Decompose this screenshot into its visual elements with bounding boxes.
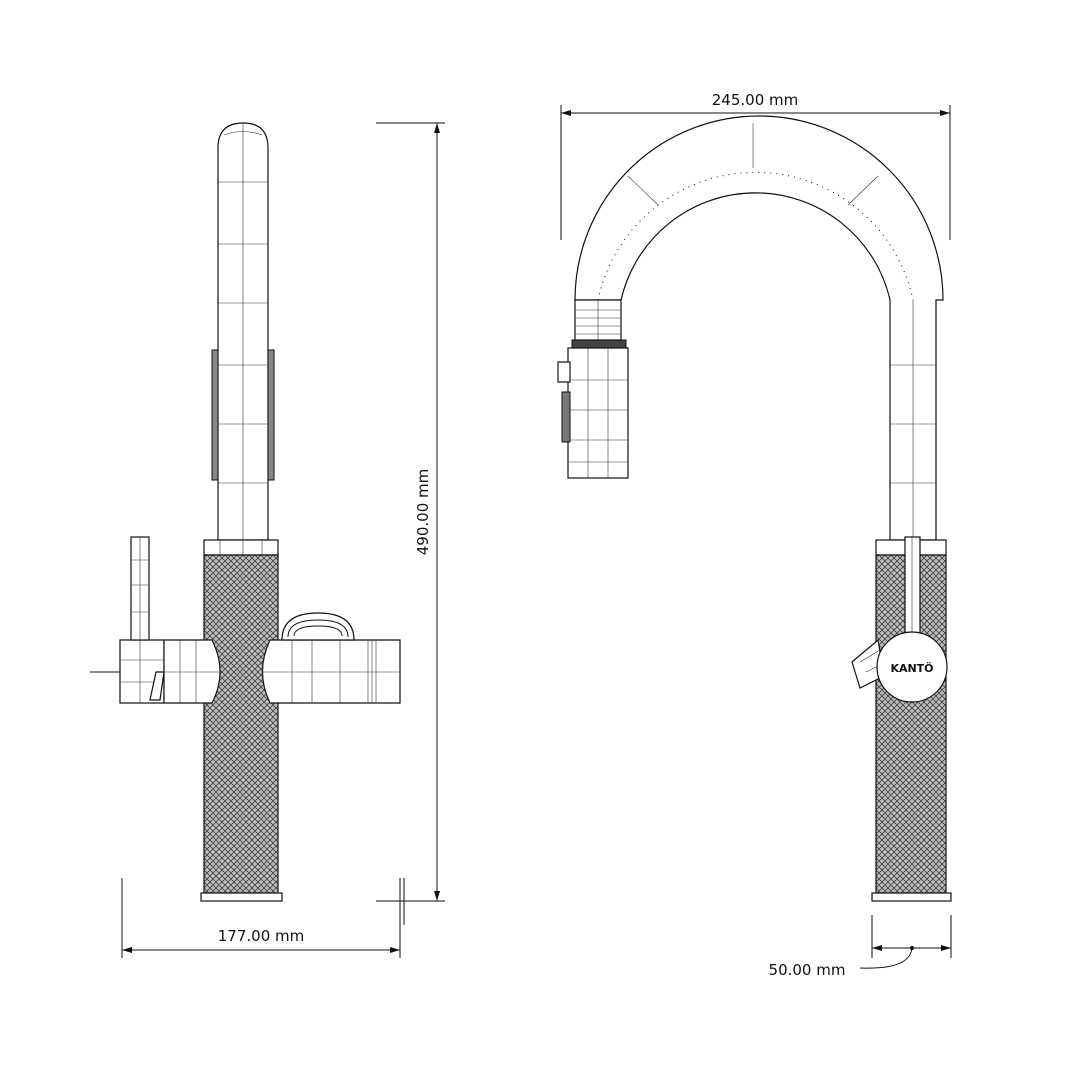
handle-lever-side bbox=[130, 536, 150, 641]
spray-switch bbox=[561, 391, 571, 443]
dimension-depth: 177.00 mm bbox=[121, 878, 401, 958]
base-dimension-label: 50.00 mm bbox=[769, 961, 846, 979]
spray-button bbox=[557, 361, 571, 383]
base-side bbox=[200, 892, 283, 902]
spout-arc-front bbox=[574, 115, 944, 541]
depth-dimension-label: 177.00 mm bbox=[218, 927, 304, 945]
dimension-reach: 245.00 mm bbox=[560, 91, 951, 240]
dimension-height: 490.00 mm bbox=[376, 122, 445, 925]
collar-side bbox=[203, 539, 279, 556]
front-view: KANTÖ bbox=[557, 115, 952, 902]
reach-dimension-label: 245.00 mm bbox=[712, 91, 798, 109]
body-side bbox=[203, 554, 279, 894]
height-dimension-label: 490.00 mm bbox=[414, 469, 432, 555]
side-view bbox=[90, 122, 401, 902]
handle-lever-front bbox=[904, 536, 921, 638]
brand-logo: KANTÖ bbox=[890, 661, 933, 675]
thread-connector-side bbox=[281, 612, 355, 641]
spray-head-front bbox=[557, 299, 629, 479]
dimension-base: 50.00 mm bbox=[769, 915, 952, 979]
logo-badge bbox=[876, 631, 948, 703]
base-front bbox=[871, 892, 952, 902]
spout-tube-side bbox=[211, 122, 275, 541]
